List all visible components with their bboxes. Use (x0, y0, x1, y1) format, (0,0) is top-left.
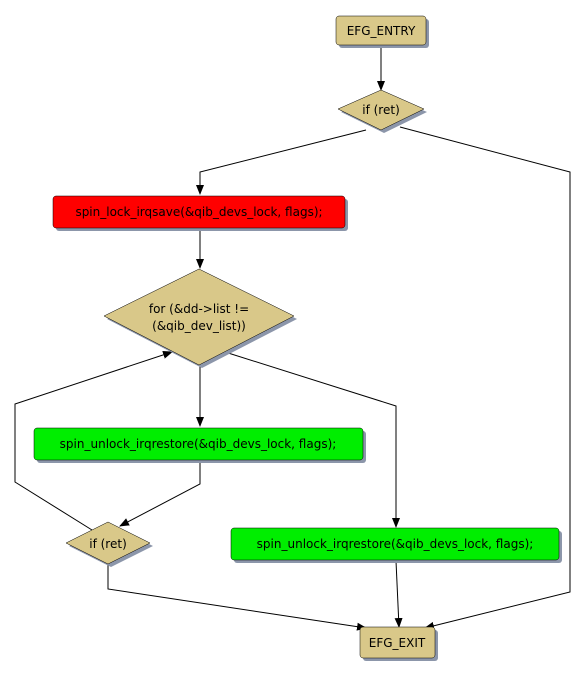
node-unlock-right-label: spin_unlock_irqrestore(&qib_devs_lock, f… (257, 537, 534, 551)
node-for-loop-line2: (&qib_dev_list)) (152, 319, 246, 333)
node-entry-label: EFG_ENTRY (347, 24, 416, 38)
node-if-ret-bottom: if (ret) (65, 521, 151, 565)
node-spin-lock: spin_lock_irqsave(&qib_devs_lock, flags)… (52, 195, 346, 229)
edge-if-to-exit-bottom (107, 564, 367, 631)
node-if-ret-top-label: if (ret) (362, 103, 400, 117)
node-for-loop: for (&dd->list != (&qib_dev_list)) (103, 268, 295, 366)
node-entry: EFG_ENTRY (335, 15, 427, 46)
node-exit-label: EFG_EXIT (369, 636, 426, 650)
node-unlock-left: spin_unlock_irqrestore(&qib_devs_lock, f… (33, 427, 364, 461)
edge-for-to-unlock-right (224, 351, 400, 528)
edge-unlock-left-to-if (119, 460, 201, 527)
node-for-loop-line1: for (&dd->list != (149, 302, 249, 316)
edge-if-loop-back (14, 351, 173, 531)
node-unlock-right: spin_unlock_irqrestore(&qib_devs_lock, f… (230, 527, 560, 561)
node-shadows (37, 19, 562, 661)
node-spin-lock-label: spin_lock_irqsave(&qib_devs_lock, flags)… (75, 205, 322, 219)
node-unlock-left-label: spin_unlock_irqrestore(&qib_devs_lock, f… (60, 437, 337, 451)
node-exit: EFG_EXIT (359, 626, 436, 659)
node-if-ret-bottom-label: if (ret) (89, 537, 127, 551)
edges (14, 45, 571, 631)
node-if-ret-top: if (ret) (337, 89, 425, 131)
edge-unlock-right-to-exit (394, 560, 403, 628)
edge-if-to-exit (399, 126, 571, 630)
edge-if-to-spinlock (196, 129, 367, 195)
